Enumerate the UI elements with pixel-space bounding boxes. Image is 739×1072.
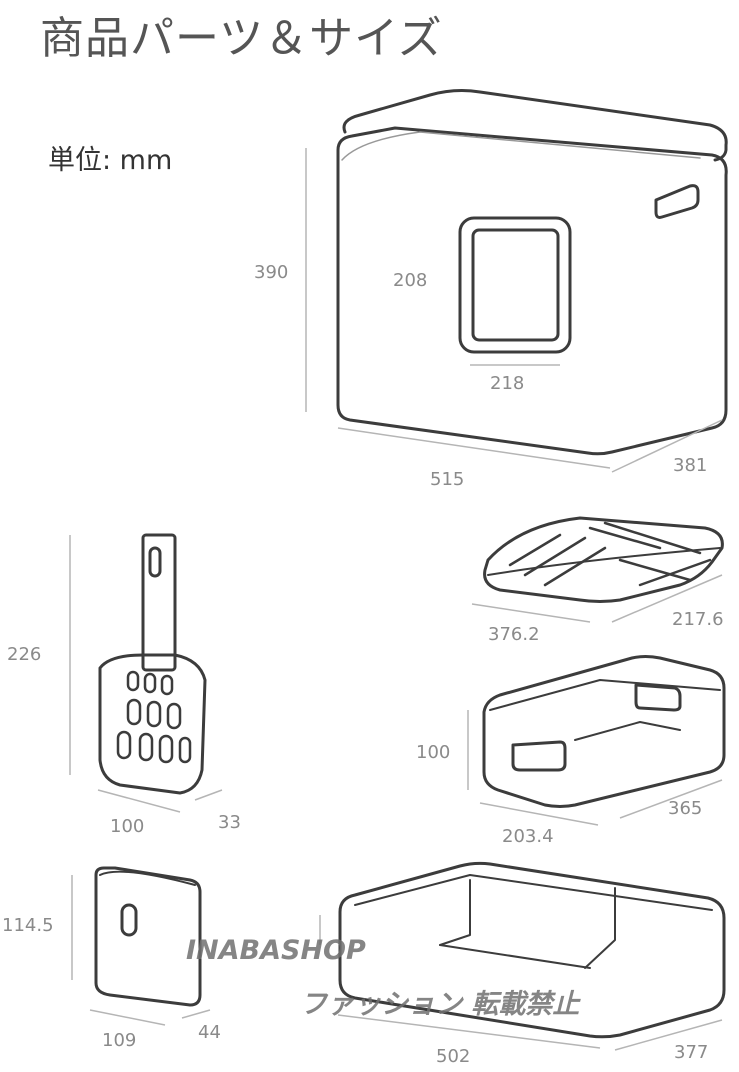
scoop-illustration bbox=[98, 533, 207, 795]
litter-mat-illustration bbox=[483, 516, 724, 603]
dim-tray-depth: 365 bbox=[668, 798, 703, 819]
dim-window-width: 218 bbox=[490, 373, 525, 394]
dim-tray-height: 100 bbox=[416, 742, 451, 763]
dim-scoop-width: 100 bbox=[110, 816, 145, 837]
dim-holder-height: 114.5 bbox=[2, 915, 54, 936]
dim-scoop-height: 226 bbox=[7, 644, 42, 665]
dim-box-height: 390 bbox=[254, 262, 289, 283]
base-tray-illustration bbox=[338, 861, 726, 1039]
dim-holder-width: 109 bbox=[102, 1030, 137, 1051]
dim-scoop-depth: 33 bbox=[218, 812, 241, 833]
dim-mat-width: 376.2 bbox=[488, 624, 540, 645]
dimension-lines bbox=[69, 148, 723, 1051]
dim-holder-depth: 44 bbox=[198, 1022, 221, 1043]
watermark-notice: ファッション 転載禁止 bbox=[300, 989, 580, 1020]
scoop-holder-illustration bbox=[94, 866, 202, 1007]
dim-window-height: 208 bbox=[393, 270, 428, 291]
litter-box-illustration bbox=[336, 89, 728, 456]
dim-box-depth: 381 bbox=[673, 455, 708, 476]
dim-mat-depth: 217.6 bbox=[672, 609, 724, 630]
unit-label: 単位: mm bbox=[48, 145, 173, 176]
tray-illustration bbox=[482, 655, 726, 808]
dim-base-depth: 377 bbox=[674, 1042, 709, 1063]
watermark-shop-name: INABASHOP bbox=[186, 935, 366, 966]
dim-box-width: 515 bbox=[430, 469, 465, 490]
page-title: 商品パーツ＆サイズ bbox=[40, 13, 443, 64]
dim-base-width: 502 bbox=[436, 1046, 471, 1067]
dim-tray-width: 203.4 bbox=[502, 826, 554, 847]
